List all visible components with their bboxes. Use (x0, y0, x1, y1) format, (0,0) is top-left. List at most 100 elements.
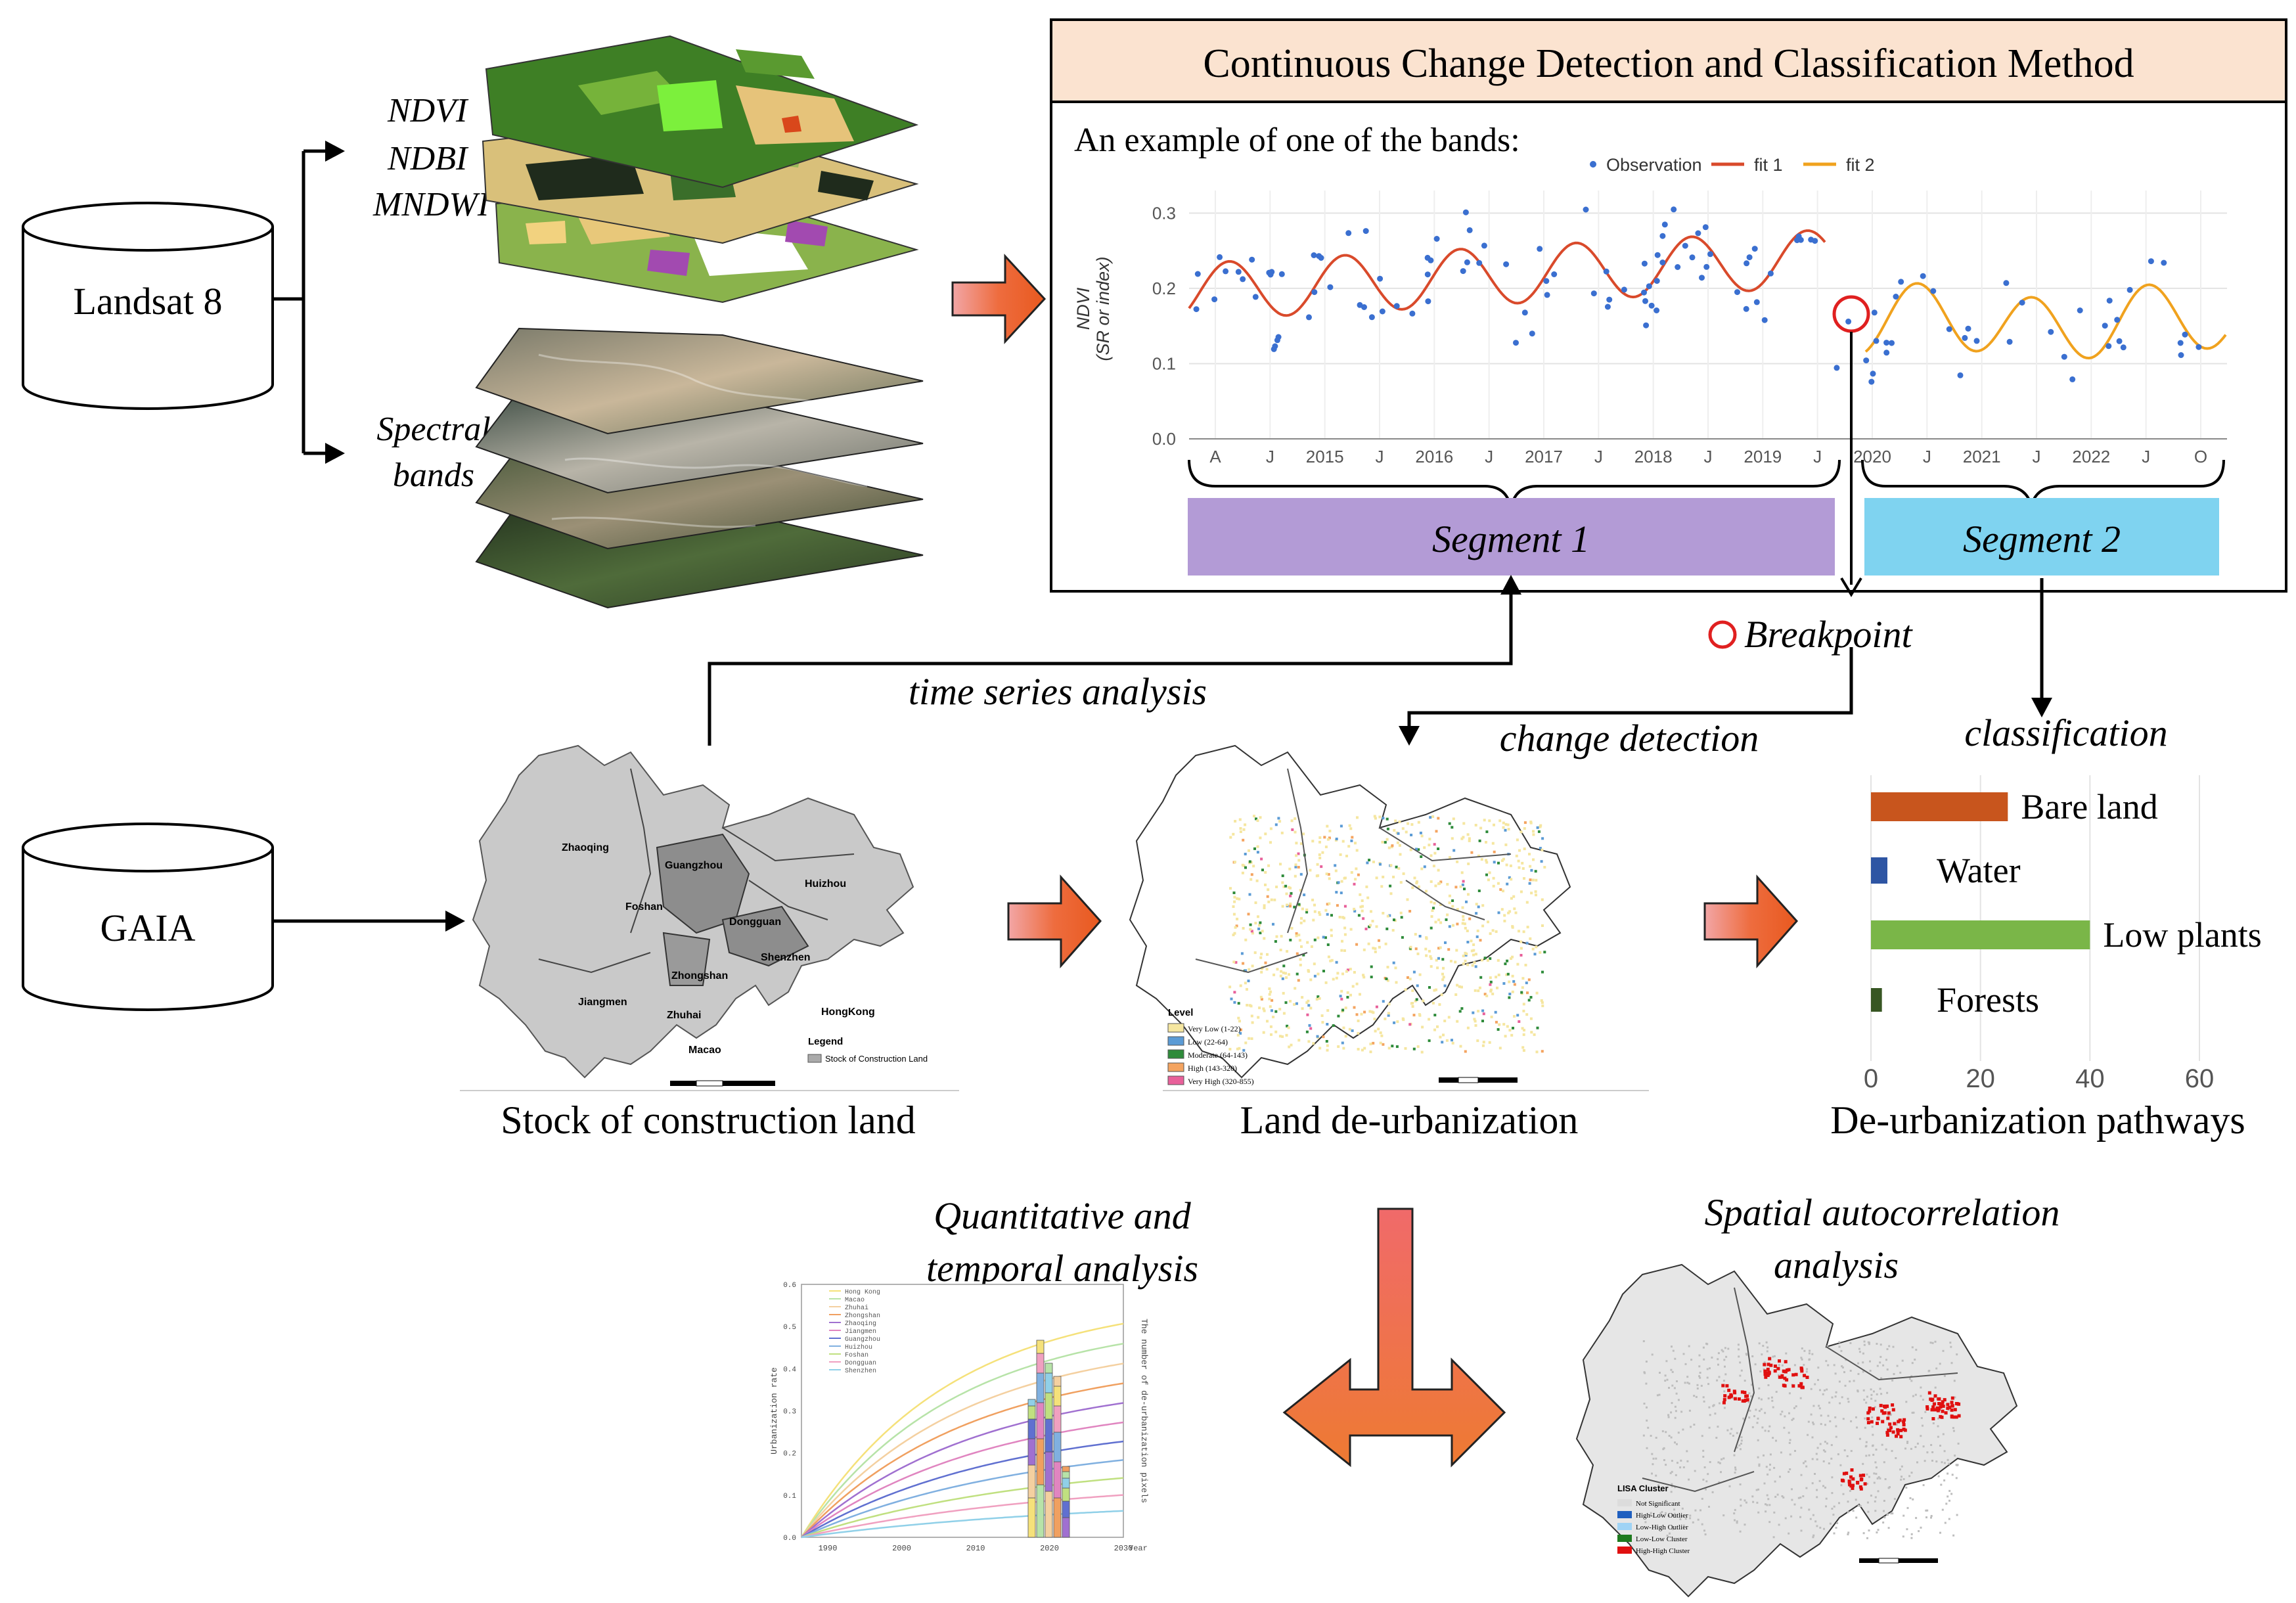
lisa-pixel (1939, 1363, 1941, 1365)
deurban-pixel (1248, 1037, 1251, 1040)
deurban-pixel (1521, 1046, 1525, 1049)
lisa-legend-swatch (1617, 1511, 1632, 1518)
lisa-pixel (1705, 1342, 1707, 1345)
ts-observation-point (1702, 224, 1709, 231)
deurban-pixel (1355, 982, 1359, 985)
lisa-pixel (1782, 1496, 1785, 1499)
lisa-hotspot-pixel (1799, 1382, 1803, 1386)
temporal-stacked-bar (1045, 1418, 1053, 1453)
lisa-pixel (1918, 1530, 1920, 1533)
deurban-pixel (1534, 890, 1537, 893)
deurban-pixel (1451, 826, 1454, 829)
deurban-pixel (1282, 991, 1285, 995)
deurban-pixel (1342, 1026, 1345, 1029)
lisa-pixel (1862, 1352, 1864, 1355)
lisa-pixel (1807, 1420, 1810, 1423)
lisa-pixel (1771, 1399, 1774, 1402)
lisa-pixel (1756, 1422, 1759, 1424)
lisa-pixel (1749, 1409, 1751, 1412)
deurban-pixel (1476, 1039, 1479, 1043)
lisa-hotspot-pixel (1941, 1409, 1945, 1413)
lisa-hotspot-pixel (1787, 1368, 1791, 1372)
deurban-pixel (1493, 861, 1496, 864)
deurban-pixel (1387, 1047, 1391, 1050)
deurban-pixel (1315, 998, 1318, 1001)
lisa-pixel (1684, 1382, 1686, 1384)
deurban-pixel (1235, 924, 1238, 928)
deurban-pixel (1394, 819, 1397, 823)
lisa-pixel (1767, 1346, 1769, 1349)
lisa-pixel (1707, 1473, 1709, 1476)
bar-xtick: 40 (2075, 1064, 2105, 1093)
deurban-pixel (1460, 985, 1463, 989)
lisa-hotspot-pixel (1776, 1366, 1780, 1370)
deurban-pixel (1257, 927, 1261, 930)
ts-observation-point (1699, 275, 1705, 281)
deurban-pixel (1408, 978, 1412, 981)
ts-observation-point (1707, 251, 1713, 258)
deurban-pixel (1456, 860, 1459, 863)
lisa-pixel (1721, 1349, 1723, 1351)
lisa-pixel (1828, 1462, 1830, 1464)
lisa-hotspot-pixel (1937, 1402, 1941, 1405)
deurban-pixel (1250, 1014, 1253, 1018)
lisa-hotspot-pixel (1866, 1411, 1870, 1415)
deurban-pixel (1425, 890, 1428, 893)
deurban-pixel (1250, 930, 1253, 933)
deurban-pixel (1232, 892, 1236, 894)
deurban-pixel (1420, 855, 1423, 858)
deurban-pixel (1321, 1021, 1324, 1024)
deurban-pixel (1346, 991, 1349, 994)
lisa-pixel (1954, 1455, 1956, 1457)
lisa-pixel (1673, 1508, 1675, 1511)
lisa-pixel (1879, 1477, 1881, 1479)
lisa-pixel (1799, 1516, 1801, 1518)
temporal-ytick: 0.5 (783, 1324, 796, 1332)
lisa-pixel (1877, 1529, 1880, 1531)
deurban-pixel (1285, 976, 1288, 980)
breakpoint-marker (1832, 295, 1870, 333)
bar-forests (1871, 988, 1882, 1012)
ts-observation-point (1871, 309, 1878, 316)
deurban-pixel (1428, 844, 1431, 847)
city-zhongshan: Zhongshan (671, 970, 728, 982)
temporal-urbanization-curve (800, 1322, 1124, 1538)
ccdc-box (1050, 18, 2287, 593)
ts-observation-point (1863, 357, 1870, 364)
deurban-pixel (1417, 848, 1420, 851)
deurban-pixel (1272, 1016, 1275, 1018)
deurban-pixel (1345, 855, 1348, 857)
deurban-pixel (1238, 818, 1242, 821)
bar-bare-land (1871, 792, 2008, 821)
deurban-pixel (1442, 1033, 1445, 1037)
temporal-stacked-bar (1062, 1501, 1070, 1518)
deurban-pixel (1416, 880, 1418, 884)
lisa-pixel (1870, 1495, 1872, 1497)
lisa-pixel (1883, 1510, 1885, 1512)
deurban-pixel (1395, 981, 1398, 984)
deurban-pixel (1242, 1049, 1246, 1052)
deurban-pixel (1387, 1003, 1391, 1006)
deurban-pixel (1443, 1020, 1447, 1022)
ndvi-patch-3 (736, 85, 854, 145)
temporal-legend-label: Macao (845, 1297, 865, 1304)
lisa-hotspot-pixel (1897, 1420, 1901, 1424)
deurban-pixel (1541, 970, 1544, 974)
deurban-pixel (1488, 871, 1491, 874)
deurban-pixel (1503, 919, 1506, 922)
deurban-pixel (1229, 887, 1232, 890)
lisa-hotspot-pixel (1805, 1376, 1809, 1379)
deurban-pixel (1518, 930, 1520, 933)
ts-observation-point (1889, 340, 1895, 346)
bar-xtick: 60 (2185, 1064, 2215, 1093)
lisa-pixel (1646, 1447, 1648, 1449)
deurban-pixel (1485, 859, 1488, 862)
deurban-pixel (1530, 892, 1533, 895)
lisa-pixel (1673, 1512, 1676, 1515)
deurban-pixel (1251, 964, 1254, 968)
lisa-hotspot-pixel (1778, 1375, 1782, 1379)
deurban-pixel (1439, 903, 1442, 906)
deurban-pixel (1244, 969, 1248, 972)
ts-xtick: 2017 (1525, 447, 1563, 466)
lisa-pixel (1816, 1458, 1818, 1460)
